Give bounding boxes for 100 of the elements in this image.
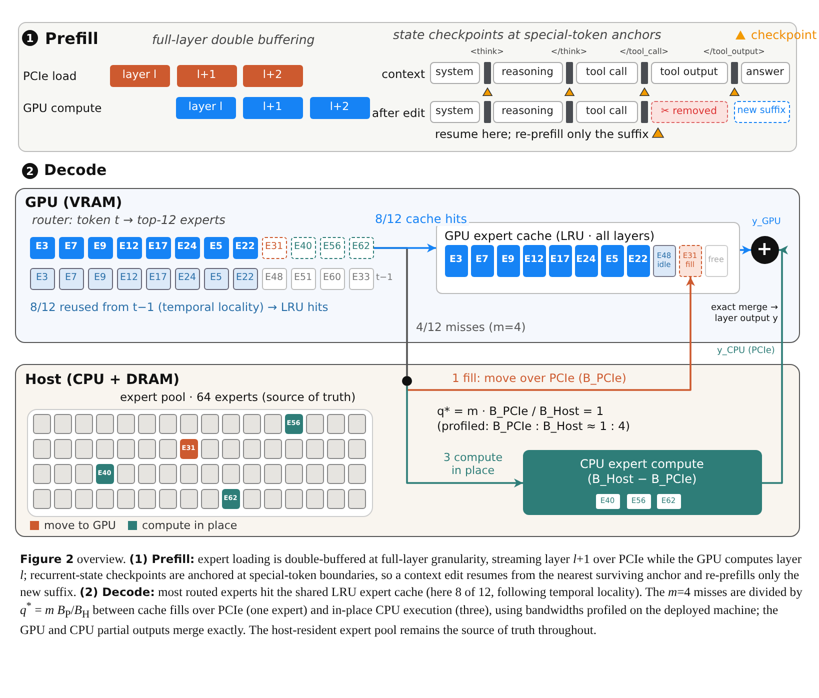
expert-chip: E9 — [88, 268, 112, 290]
expert-chip: E12 — [116, 268, 142, 290]
expert-slot — [306, 414, 324, 434]
expert-slot — [138, 438, 156, 458]
expert-chip: E51 — [290, 268, 316, 290]
expert-chip: E48 — [262, 268, 286, 290]
label-text: 8/12 reused from t−1 (temporal locality) → LRU hits — [30, 300, 328, 314]
edge-label: y_GPU — [750, 217, 783, 228]
segment-box: reasoning — [492, 100, 562, 122]
connector-arrow — [406, 386, 523, 488]
expert-chip: E60 — [320, 268, 344, 290]
expert-slot — [264, 438, 282, 458]
expert-slot — [32, 488, 50, 508]
cpu-compute-box — [522, 450, 762, 514]
panel-title: GPU (VRAM) — [25, 196, 122, 212]
expert-slot — [158, 464, 176, 484]
expert-slot — [116, 438, 134, 458]
expert-chip: E24 — [174, 236, 200, 258]
expert-slot — [348, 464, 366, 484]
layer-block: layer l — [110, 64, 170, 86]
expert-slot — [306, 464, 324, 484]
missed-expert-chip: E31 — [262, 236, 286, 258]
expert-slot — [180, 414, 198, 434]
expert-slot — [264, 414, 282, 434]
expert-slot — [138, 488, 156, 508]
expert-chip: E12 — [116, 236, 142, 258]
segment-box: answer — [740, 62, 790, 84]
expert-slot — [200, 414, 218, 434]
expert-slot — [242, 464, 260, 484]
label-text: context — [382, 67, 425, 81]
legend-label: compute in place — [142, 519, 238, 532]
expert-slot — [222, 414, 240, 434]
label-text: </think> — [550, 47, 588, 56]
expert-chip: E3 — [444, 244, 468, 276]
segment-box: system — [430, 100, 480, 122]
segment-box: reasoning — [492, 62, 562, 84]
segment-box: system — [430, 62, 480, 84]
expert-chip: E5 — [204, 236, 228, 258]
removed-segment: ✂ removed — [650, 100, 728, 122]
gpu-panel — [15, 188, 800, 343]
expert-slot — [158, 488, 176, 508]
expert-chip: E7 — [58, 268, 84, 290]
host-panel — [15, 364, 800, 537]
expert-chip: E17 — [146, 268, 170, 290]
merge-node: + — [750, 236, 778, 264]
edge-label: y_CPU (PCIe) — [715, 346, 777, 357]
label-text: </tool_output> — [703, 47, 765, 56]
edge-label: 8/12 cache hits — [373, 212, 470, 226]
cache-slot: free — [704, 244, 728, 276]
panel-title: GPU expert cache (LRU · all layers) — [444, 230, 655, 243]
label-text: router: token t → top-12 experts — [32, 213, 226, 227]
expert-slot — [96, 438, 114, 458]
panel-title: Prefill — [45, 30, 98, 48]
label-text: t−1 — [376, 273, 393, 283]
suffix-segment: new suffix — [734, 100, 790, 122]
step-number: 2 — [22, 163, 38, 179]
connector-arrow — [406, 277, 695, 391]
expert-slot — [54, 488, 72, 508]
expert-slot — [74, 438, 92, 458]
expert-slot — [242, 414, 260, 434]
expert-slot — [180, 464, 198, 484]
cache-panel — [436, 222, 740, 294]
expert-slot — [138, 464, 156, 484]
expert-chip: E22 — [626, 244, 650, 276]
expert-slot — [284, 438, 302, 458]
expert-chip: E7 — [470, 244, 494, 276]
expert-slot — [116, 464, 134, 484]
layer-block: l+1 — [176, 64, 236, 86]
expert-slot — [32, 464, 50, 484]
expert-chip: E33 — [348, 268, 374, 290]
expert-slot — [284, 464, 302, 484]
figure-caption: Figure 2 overview. (1) Prefill: expert loading is double-buffered at full-layer granularity, streaming layer l+1 over PCIe while the GPU computes layer l; recurrent-state checkpoints are anchored at special-token boundaries, so a context edit resumes from the nearest surviving anchor and re-prefills only the new suffix. (2) Decode: most routed experts hit the shared LRU expert cache (here 8 of 12, following temporal locality). The m=4 misses are divided by q$^{*}$ = m B$_{P}$/B$_{H}$ between cache fills over PCIe (one expert) and in-place CPU execution (three), using bandwidths profiled on the deployed machine; the GPU and CPU partial outputs merge exactly. The host-resident expert pool remains the source of truth throughout. — [20, 551, 803, 639]
expert-chip: E3 — [30, 268, 54, 290]
expert-slot — [96, 414, 114, 434]
expert-slot — [306, 488, 324, 508]
expert-slot — [158, 438, 176, 458]
expert-slot — [74, 414, 92, 434]
layer-block: layer l — [176, 96, 236, 118]
expert-chip: E5 — [204, 268, 228, 290]
expert-chip: E3 — [30, 236, 54, 258]
expert-chip: E22 — [232, 268, 258, 290]
section-heading: Decode — [44, 161, 107, 179]
expert-chip: E17 — [548, 244, 572, 276]
expert-chip: E24 — [574, 244, 598, 276]
expert-slot — [74, 488, 92, 508]
expert-slot — [264, 488, 282, 508]
label-text: after edit — [372, 106, 425, 120]
label-text: resume here; re-prefill only the suffix — [435, 127, 649, 141]
expert-chip: E22 — [232, 236, 258, 258]
label-text: exact merge → layer output y — [710, 303, 778, 326]
expert-chip: E9 — [496, 244, 520, 276]
expert-slot — [242, 488, 260, 508]
expert-slot — [326, 414, 344, 434]
expert-slot — [54, 464, 72, 484]
label-text: expert pool · 64 experts (source of truth) — [120, 390, 356, 404]
edge-label: 4/12 misses (m=4) — [414, 321, 528, 335]
label-text: </tool_call> — [620, 47, 668, 56]
panel-title: Host (CPU + DRAM) — [25, 373, 180, 388]
label-text: state checkpoints at special-token anchors — [393, 27, 662, 42]
connector-arrow — [740, 246, 751, 254]
